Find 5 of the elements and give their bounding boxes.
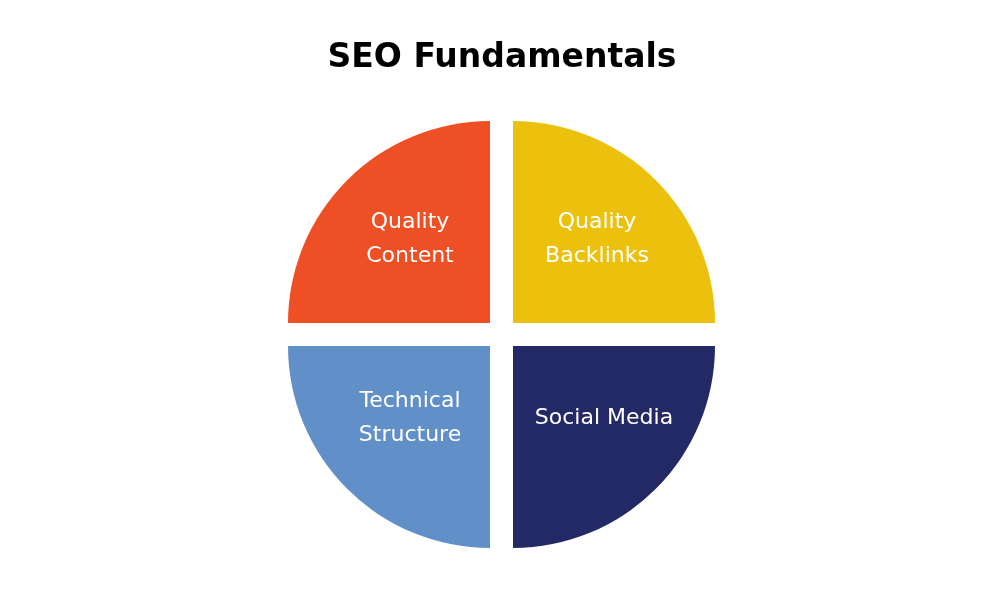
quadrant-label: Quality Backlinks [544,207,650,269]
quadrant-label: Quality Content [365,207,455,269]
diagram-title: SEO Fundamentals [326,36,678,75]
quadrant-label: Social Media [533,403,675,431]
quadrant-label: Technical Structure [357,386,463,448]
